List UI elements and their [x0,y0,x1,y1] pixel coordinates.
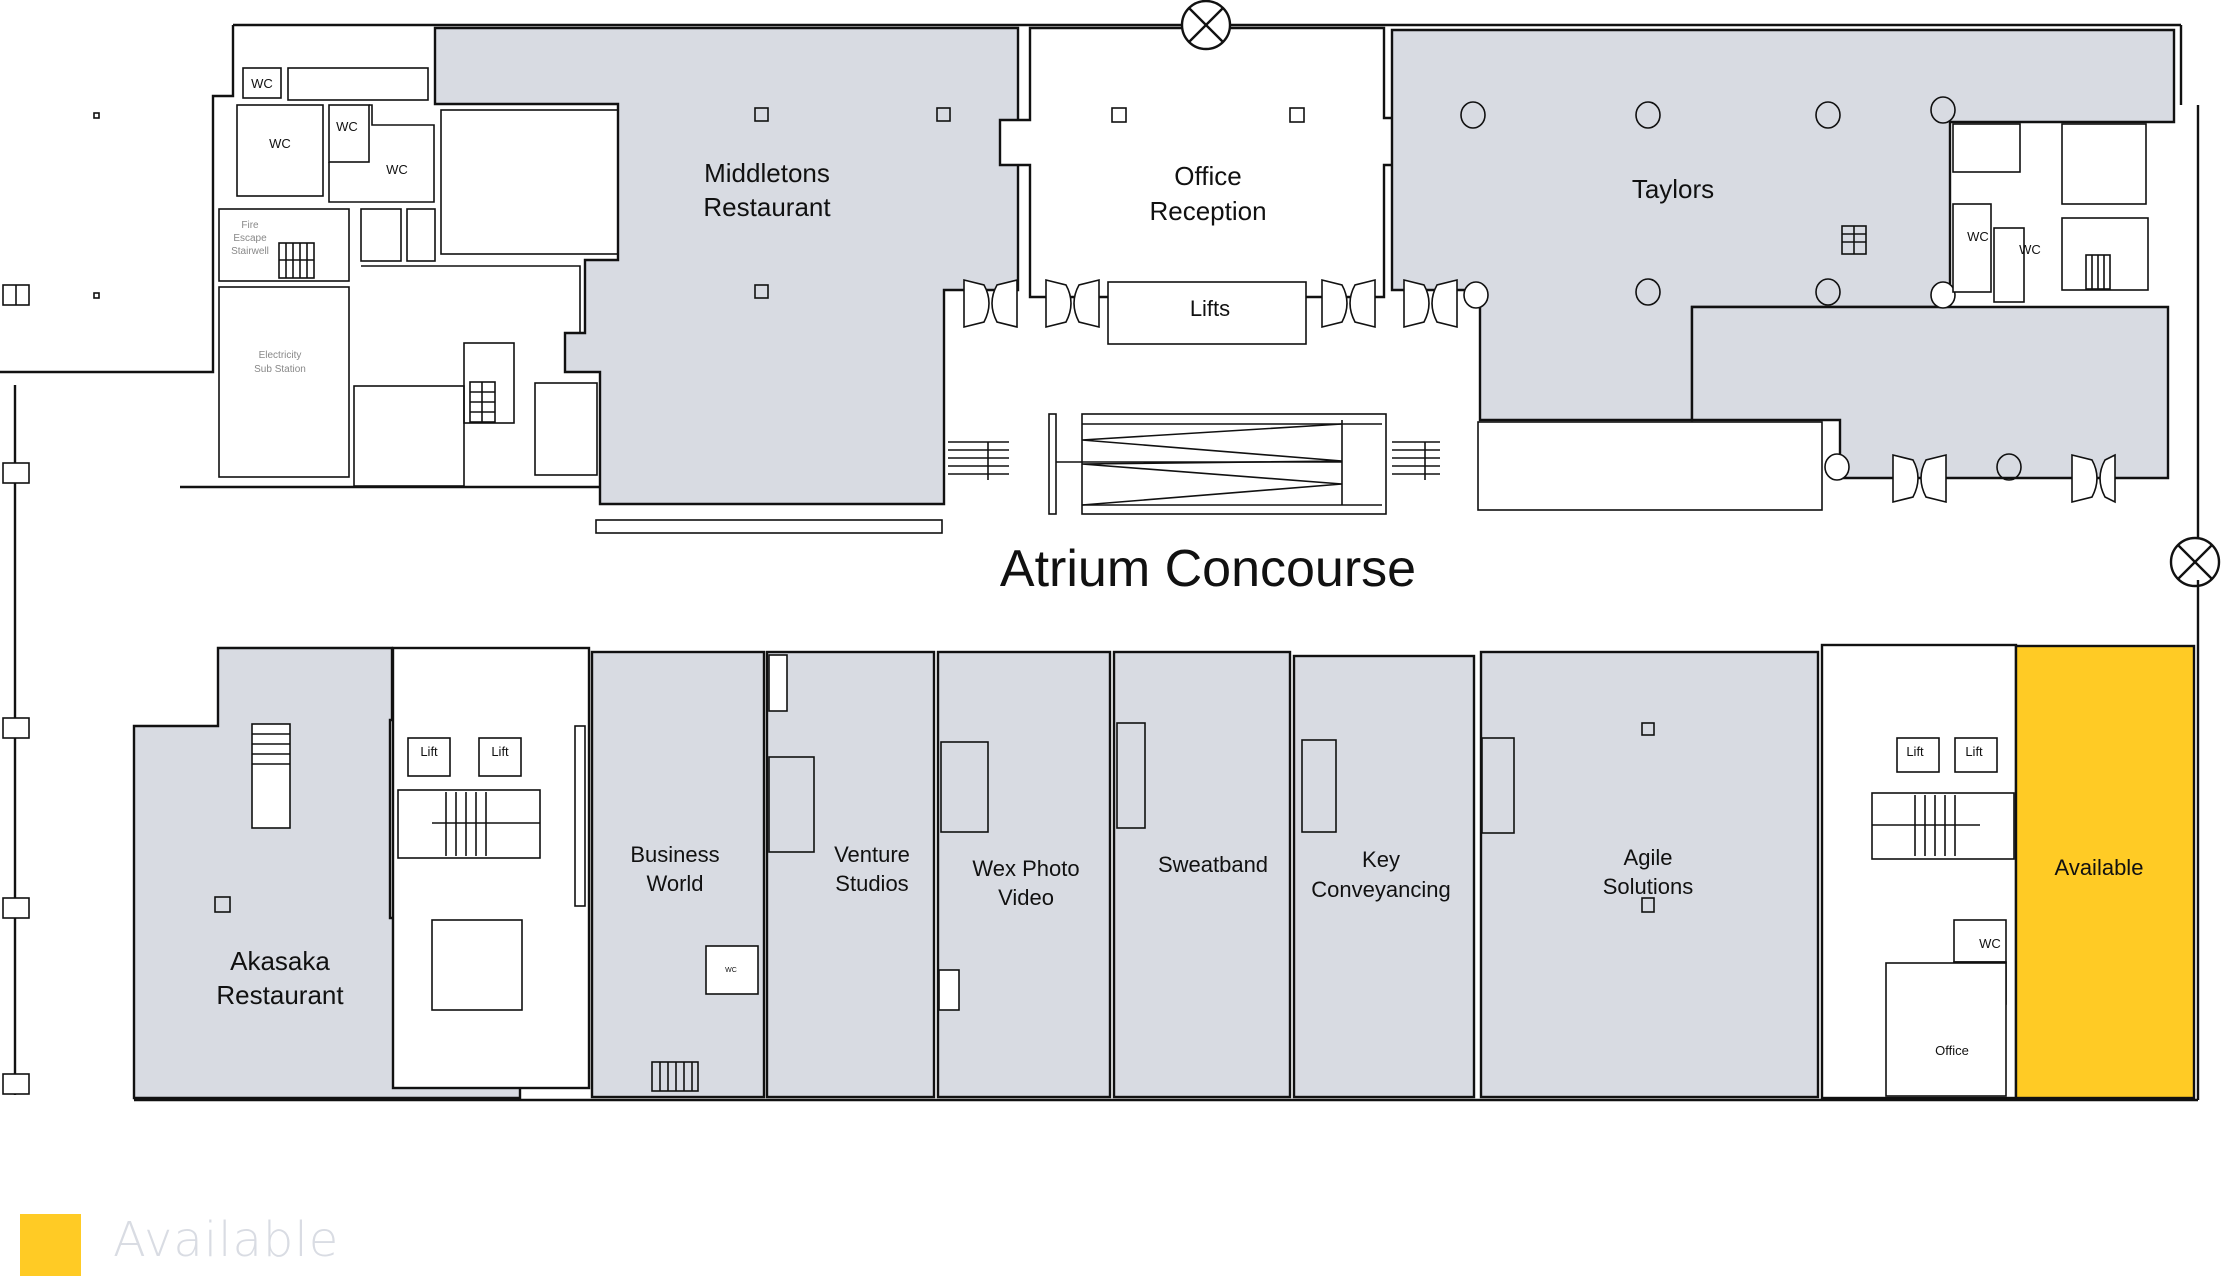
unit-venture-studios[interactable]: Venture Studios [765,650,936,1099]
unit-label: Studios [835,871,908,896]
unit-middletons-restaurant[interactable]: Middletons Restaurant [433,26,1020,534]
lift-label: Lift [1965,744,1983,759]
unit-label: Restaurant [216,980,344,1010]
unit-taylors[interactable]: Taylors [1390,28,2176,481]
lift-label: Lift [491,744,509,759]
left-service-core: WC WC WC WC Fire Escape Stairwell Electr… [180,67,619,489]
unit-label: Middletons [704,158,830,188]
wc-label: WC [725,967,737,974]
plaza-kiosk [1477,421,1823,511]
atrium-concourse-title: Atrium Concourse [1000,540,1416,598]
unit-label: Akasaka [230,946,330,976]
stairs-left-icon [948,441,1009,480]
stairs-icon [651,1061,699,1092]
unit-label: Solutions [1603,874,1694,899]
emergency-exit-icon [2169,536,2221,588]
fire-escape-label: Stairwell [231,246,269,257]
unit-label: World [646,871,703,896]
lifts-block: Lifts [1107,281,1307,345]
wc-label: WC [336,119,358,134]
wc-label: WC [2019,242,2041,257]
unit-label: Conveyancing [1311,877,1450,902]
unit-label: Agile [1624,845,1673,870]
wc-label: WC [269,136,291,151]
unit-wex-photo-video[interactable]: Wex Photo Video [936,650,1112,1099]
double-doors-icon [963,278,2116,504]
unit-business-world[interactable]: Business World WC [590,650,766,1099]
legend-swatch-available [20,1214,81,1276]
fire-escape-label: Escape [233,233,267,244]
electricity-label: Electricity [259,350,302,361]
office-label: Office [1935,1043,1969,1058]
unit-label: Available [2055,855,2144,880]
stairs-icon [2085,254,2111,290]
unit-label: Business [630,842,719,867]
legend-label-available: Available [113,1212,340,1268]
right-service-core: Lift Lift WC WC Office [1820,643,2018,1100]
unit-label: Reception [1149,196,1266,226]
stairs-icon [251,723,291,829]
stairs-icon [432,792,540,856]
escalator-block [1048,413,1387,515]
emergency-exit-icon [1180,0,1232,51]
unit-agile-solutions[interactable]: Agile Solutions [1479,650,1820,1099]
unit-label: Restaurant [703,192,831,222]
lifts-label: Lifts [1190,296,1230,321]
stairs-icon [1872,795,1980,856]
wc-label: WC [386,162,408,177]
unit-label: Sweatband [1158,852,1268,877]
unit-available[interactable]: Available [2014,644,2196,1100]
unit-label: Key [1362,847,1400,872]
unit-label: Venture [834,842,910,867]
stairs-icon [1841,225,1867,255]
unit-sweatband[interactable]: Sweatband [1112,650,1292,1099]
columns-icon [1460,96,2022,481]
wc-label: WC [1979,936,2001,951]
fire-escape-label: Fire [241,220,259,231]
left-exterior [2,112,100,1095]
electricity-label: Sub Station [254,364,306,375]
wc-label: WC [251,76,273,91]
lift-label: Lift [420,744,438,759]
unit-label: Wex Photo [972,856,1079,881]
unit-label: Taylors [1632,174,1714,204]
office-reception[interactable]: Office Reception Lifts [998,26,1420,345]
unit-label: Office [1174,161,1241,191]
fire-escape-stairs-icon [278,242,315,279]
unit-label: Video [998,885,1054,910]
lift-label: Lift [1906,744,1924,759]
stairs-right-icon [1392,441,1440,480]
taylors-service-core: WC WC [1952,123,2149,303]
stairs-icon [469,381,496,423]
akasaka-service-core: Lift Lift [391,646,591,1090]
wc-label: WC [1967,229,1989,244]
unit-key-conveyancing[interactable]: Key Conveyancing [1292,654,1476,1099]
